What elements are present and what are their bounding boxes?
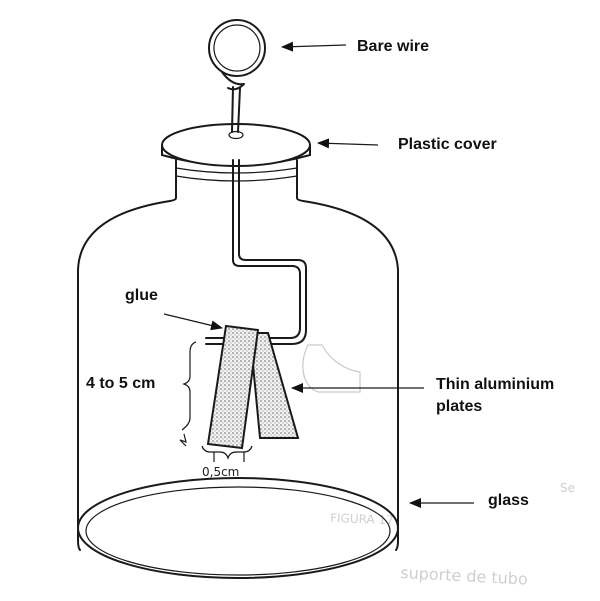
label-glue: glue [125, 287, 158, 304]
svg-text:Se: Se [560, 481, 575, 495]
background-ghost-marks: FIGURA 17 suporte de tubo Se [302, 344, 575, 589]
bare-wire [205, 19, 307, 345]
label-bare-wire: Bare wire [357, 38, 429, 55]
aluminium-plate-back [248, 332, 300, 439]
width-dimension [201, 445, 253, 462]
svg-text:FIGURA 17: FIGURA 17 [330, 511, 394, 527]
aluminium-plate-front [206, 324, 260, 450]
arrow-left-icon [317, 138, 379, 149]
glass-jar [77, 159, 399, 579]
arrow-left-icon [281, 41, 347, 52]
label-glass: glass [488, 492, 529, 509]
label-height: 4 to 5 cm [86, 375, 155, 392]
height-dimension [179, 341, 197, 447]
arrow-right-icon [163, 313, 223, 331]
callout-arrows [163, 41, 474, 508]
aluminium-plates [206, 324, 300, 450]
svg-text:suporte de tubo: suporte de tubo [400, 563, 528, 589]
plastic-cover [161, 123, 311, 167]
label-plastic-cover: Plastic cover [398, 136, 497, 153]
label-width: 0,5cm [202, 465, 239, 479]
label-plates-line2: plates [436, 398, 482, 415]
label-plates-line1: Thin aluminium [436, 376, 554, 393]
